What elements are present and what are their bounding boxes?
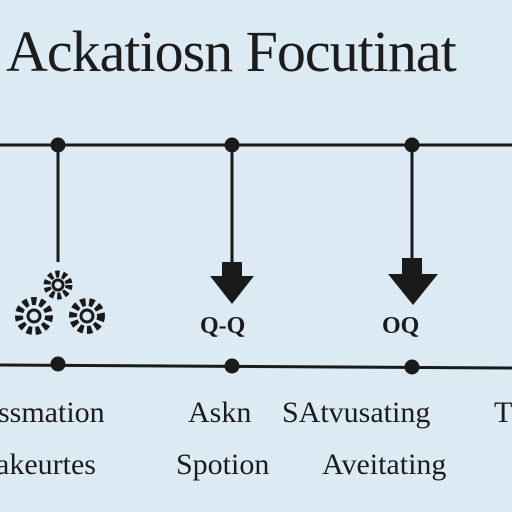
node-glyph-2: Q-Q [200,313,245,339]
label-row1-4: T [494,396,512,429]
label-row1-2: Askn [188,396,252,429]
down-arrow-icon [388,258,438,305]
bottom-node-2 [224,358,240,374]
node-glyph-3: OQ [382,313,419,339]
down-arrow-icon [210,262,254,304]
label-row1-3: SAtvusating [282,396,431,429]
bottom-node-3 [404,359,420,375]
label-row1-1: ssmation [0,396,105,429]
bottom-connector-line [0,363,512,370]
label-row2-1: akeurtes [0,448,96,481]
label-row2-3: Aveitating [322,448,447,481]
label-row2-2: Spotion [176,448,270,481]
diagram-title: Ackatiosn Focutinat [6,19,457,84]
bottom-node-1 [50,356,66,372]
gears-icon [15,270,105,335]
